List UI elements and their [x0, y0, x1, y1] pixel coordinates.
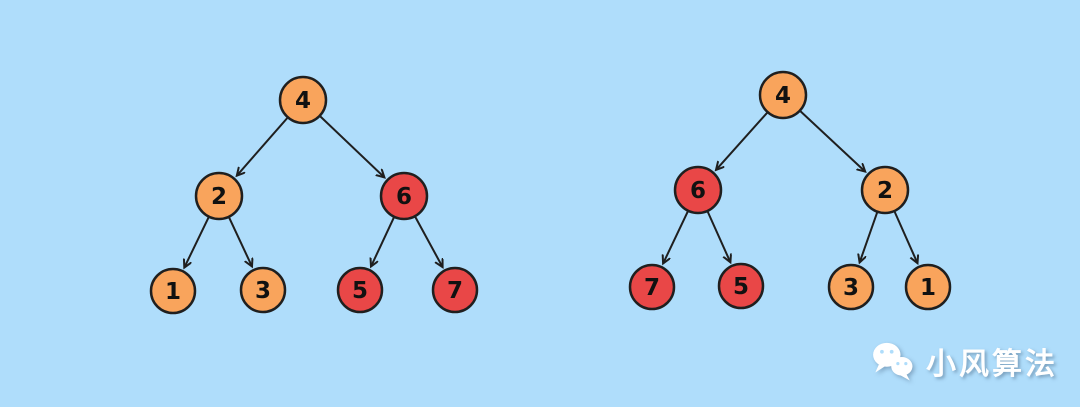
original-tree: 4 2 6 1 3 5 7	[149, 75, 479, 315]
tree-node-7: 7	[431, 266, 479, 314]
edge-4-6	[319, 115, 384, 178]
node-value: 6	[690, 178, 706, 204]
node-circle	[336, 266, 384, 314]
node-circle	[673, 165, 723, 215]
edge-4-2	[799, 110, 866, 171]
tree-node-7: 7	[628, 263, 676, 311]
node-circle	[379, 171, 429, 221]
tree-node-4: 4	[278, 75, 328, 125]
edge-4-2	[237, 117, 288, 176]
node-circle	[239, 266, 287, 314]
tree-node-2: 2	[860, 165, 910, 215]
edge-2-3	[860, 212, 879, 263]
node-value: 2	[211, 184, 227, 210]
tree-node-2: 2	[194, 171, 244, 221]
node-circle	[278, 75, 328, 125]
tree-node-1: 1	[904, 263, 952, 311]
tree-node-3: 3	[827, 263, 875, 311]
node-value: 6	[396, 184, 412, 210]
node-circle	[628, 263, 676, 311]
node-circle	[904, 263, 952, 311]
edge-6-5	[371, 217, 395, 267]
node-circle	[827, 263, 875, 311]
node-value: 3	[255, 278, 271, 304]
edge-6-5	[706, 211, 731, 262]
node-value: 5	[352, 278, 368, 304]
edge-6-7	[663, 211, 689, 264]
inverted-tree: 4 6 2 7 5 3 1	[628, 70, 952, 311]
node-value: 7	[644, 275, 660, 301]
edge-2-1	[184, 217, 210, 268]
tree-node-5: 5	[336, 266, 384, 314]
tree-node-3: 3	[239, 266, 287, 314]
node-circle	[431, 266, 479, 314]
node-circle	[860, 165, 910, 215]
tree-node-6: 6	[379, 171, 429, 221]
node-value: 4	[295, 88, 311, 114]
node-value: 3	[843, 275, 859, 301]
node-value: 2	[877, 178, 893, 204]
node-value: 1	[165, 279, 181, 305]
edge-6-7	[414, 216, 442, 267]
tree-node-5: 5	[717, 262, 765, 310]
tree-node-6: 6	[673, 165, 723, 215]
node-circle	[758, 70, 808, 120]
node-circle	[149, 267, 197, 315]
node-value: 7	[447, 278, 463, 304]
node-value: 1	[920, 275, 936, 301]
tree-node-4: 4	[758, 70, 808, 120]
node-circle	[717, 262, 765, 310]
node-value: 5	[733, 274, 749, 300]
tree-node-1: 1	[149, 267, 197, 315]
node-value: 4	[775, 83, 791, 109]
edge-4-6	[716, 112, 768, 170]
edge-2-3	[228, 217, 252, 267]
edge-2-1	[893, 211, 918, 263]
node-circle	[194, 171, 244, 221]
